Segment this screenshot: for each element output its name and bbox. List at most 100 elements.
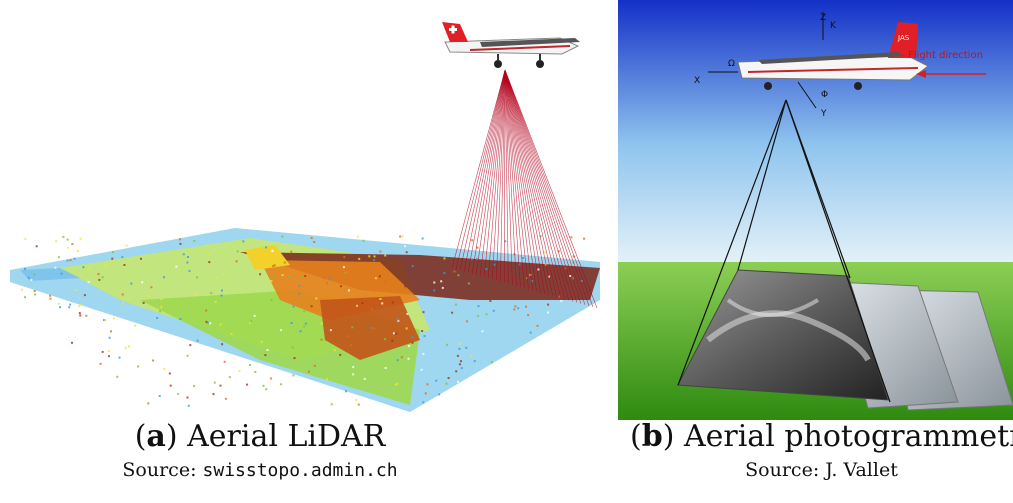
- point-speckle: [259, 273, 262, 276]
- point-speckle: [298, 292, 301, 295]
- point-speckle: [400, 356, 403, 359]
- point-speckle: [182, 253, 185, 256]
- point-speckle: [223, 360, 226, 363]
- point-speckle: [356, 304, 358, 307]
- laser-beam: [500, 69, 506, 282]
- point-speckle: [160, 306, 163, 309]
- point-speckle: [60, 272, 63, 275]
- sky-background: [618, 0, 1013, 262]
- point-speckle: [228, 376, 231, 379]
- point-speckle: [24, 296, 26, 299]
- point-speckle: [525, 277, 528, 280]
- point-speckle: [476, 246, 479, 249]
- point-speckle: [196, 276, 199, 279]
- point-speckle: [485, 268, 488, 270]
- laser-beam: [504, 69, 586, 305]
- point-speckle: [539, 235, 542, 238]
- point-speckle: [281, 274, 284, 277]
- point-speckle: [514, 305, 517, 308]
- laser-beam: [504, 69, 506, 283]
- point-speckle: [142, 301, 145, 304]
- point-speckle: [79, 303, 82, 306]
- point-speckle: [35, 245, 38, 248]
- laser-beam: [463, 69, 506, 272]
- point-speckle: [406, 281, 409, 284]
- point-speckle: [473, 360, 476, 363]
- point-speckle: [193, 385, 195, 388]
- laser-beam: [455, 69, 506, 270]
- point-speckle: [221, 343, 224, 346]
- point-speckle: [529, 273, 532, 276]
- point-speckle: [280, 329, 282, 332]
- point-speckle: [101, 350, 104, 353]
- point-speckle: [293, 357, 296, 360]
- point-speckle: [299, 330, 302, 333]
- point-speckle: [98, 278, 101, 281]
- point-speckle: [536, 324, 539, 327]
- laser-beam: [504, 69, 570, 301]
- point-speckle: [34, 293, 37, 296]
- caption-photogrammetry: (b) Aerial photogrammetry Source: J. Val…: [630, 420, 1013, 482]
- point-speckle: [110, 330, 112, 333]
- point-speckle: [405, 327, 408, 330]
- point-speckle: [522, 257, 525, 259]
- point-speckle: [356, 235, 359, 238]
- laser-beam: [504, 69, 566, 300]
- point-speckle: [441, 286, 444, 289]
- point-speckle: [547, 311, 549, 314]
- laser-beam: [504, 69, 574, 302]
- point-speckle: [384, 254, 387, 257]
- point-speckle: [313, 364, 316, 367]
- point-speckle: [104, 319, 107, 322]
- point-speckle: [530, 280, 533, 282]
- point-speckle: [74, 289, 77, 291]
- point-speckle: [292, 374, 295, 377]
- point-speckle: [399, 235, 402, 238]
- laser-beam: [496, 69, 506, 281]
- point-speckle: [162, 276, 165, 279]
- laser-beam: [504, 69, 545, 294]
- point-speckle: [67, 245, 70, 247]
- laser-beam: [504, 69, 562, 299]
- point-speckle: [373, 259, 376, 262]
- laser-beam: [504, 69, 537, 292]
- point-speckle: [368, 255, 371, 258]
- point-speckle: [345, 390, 347, 393]
- point-speckle: [455, 370, 458, 373]
- point-speckle: [411, 341, 414, 344]
- point-speckle: [68, 306, 71, 309]
- point-speckle: [62, 235, 65, 238]
- laser-beam: [459, 69, 506, 271]
- point-speckle: [298, 284, 301, 287]
- point-speckle: [304, 275, 307, 277]
- point-speckle: [361, 302, 364, 305]
- point-speckle: [340, 285, 342, 288]
- laser-beam: [451, 69, 506, 269]
- point-speckle: [404, 245, 407, 248]
- point-speckle: [560, 300, 563, 302]
- point-speckle: [177, 393, 180, 396]
- caption-photogrammetry-source: Source: J. Vallet: [630, 458, 1013, 482]
- point-speckle: [374, 277, 377, 280]
- point-speckle: [310, 237, 313, 239]
- point-speckle: [339, 353, 342, 356]
- point-speckle: [458, 347, 461, 350]
- point-speckle: [416, 238, 419, 241]
- laser-beam: [467, 69, 506, 273]
- photogrammetry-illustration: JAS X Ω Z K Φ Y Flight direction: [618, 0, 1013, 420]
- caption-photogrammetry-title: (b) Aerial photogrammetry: [630, 420, 1013, 454]
- point-speckle: [73, 257, 76, 260]
- point-speckle: [246, 383, 249, 386]
- point-speckle: [329, 329, 332, 332]
- point-speckle: [137, 365, 140, 368]
- point-speckle: [196, 339, 199, 342]
- point-speckle: [236, 250, 239, 253]
- laser-beam: [504, 69, 541, 293]
- point-speckle: [87, 280, 90, 283]
- point-speckle: [120, 243, 123, 246]
- point-speckle: [290, 322, 293, 324]
- laser-beam: [504, 69, 549, 295]
- point-speckle: [301, 275, 303, 278]
- point-speckle: [351, 326, 354, 329]
- point-speckle: [353, 257, 356, 260]
